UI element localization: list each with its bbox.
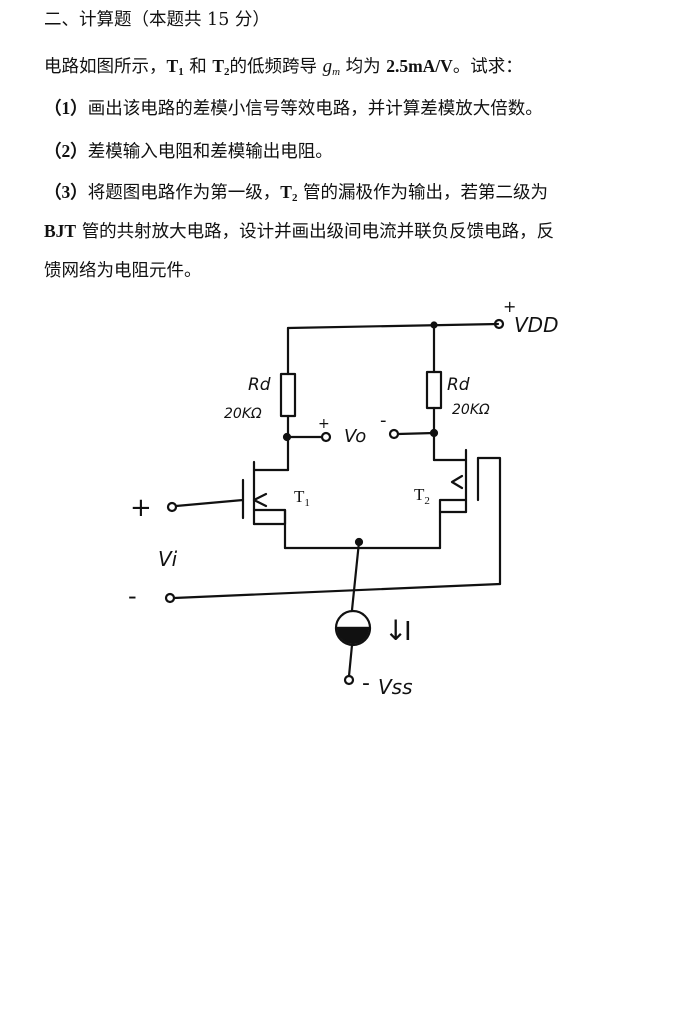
- question-3-text-a: 将题图电路作为第一级，: [87, 183, 281, 203]
- question-3-t2: T2: [280, 182, 298, 204]
- t2-symbol: T2: [212, 56, 230, 78]
- t1-label: T1: [294, 487, 310, 509]
- intro-line: 电路如图所示，T1 和 T2的低频跨导 gm 均为 2.5mA/V。试求：: [44, 54, 523, 84]
- vdd-terminal: [493, 318, 505, 330]
- t2-subscript: 2: [224, 66, 230, 78]
- right-drain-resistor: [425, 370, 443, 410]
- question-3-number: （3）: [44, 182, 88, 202]
- t2-label: T2: [414, 485, 430, 507]
- t1-label-letter: T: [294, 487, 305, 506]
- intro-and: 和: [189, 57, 207, 77]
- vdd-plus: +: [503, 297, 516, 316]
- vss-terminal: [343, 674, 355, 686]
- input-minus-wire: [172, 582, 502, 600]
- gm-letter: g: [322, 56, 333, 77]
- intro-text-3: 均为: [345, 57, 381, 77]
- vo-label: Vo: [344, 426, 366, 447]
- t1-subscript: 1: [178, 66, 184, 78]
- t1-label-sub: 1: [304, 497, 310, 509]
- question-1: （1）画出该电路的差模小信号等效电路，并计算差模放大倍数。: [44, 96, 543, 121]
- t2-letter: T: [212, 56, 225, 76]
- gm-symbol: gm: [322, 56, 341, 78]
- transconductance-value: 2.5mA/V: [386, 56, 453, 76]
- question-1-number: （1）: [44, 98, 88, 118]
- input-plus-terminal: [166, 501, 178, 513]
- vo-minus: -: [380, 410, 387, 431]
- vo-plus-terminal: [320, 431, 332, 443]
- t2-label-sub: 2: [424, 495, 430, 507]
- question-3-line-3: 馈网络为电阻元件。: [44, 259, 202, 283]
- t1-body-arrow: [252, 492, 268, 508]
- input-minus-terminal: [164, 592, 176, 604]
- vi-label: Vi: [158, 547, 178, 571]
- vss-wire: [347, 643, 354, 678]
- vdd-label: VDD: [514, 313, 558, 337]
- rd-left-label: Rd: [248, 375, 271, 395]
- t1-gate-wire: [174, 498, 245, 508]
- question-3-t2-letter: T: [280, 182, 292, 202]
- intro-text-4: 。试求：: [452, 57, 523, 77]
- vss-minus: -: [362, 671, 370, 696]
- rd-right-value: 20KΩ: [452, 402, 490, 418]
- t1-symbol: T1: [166, 56, 184, 78]
- input-plus: +: [130, 493, 152, 523]
- intro-text-2: 的低频跨导: [229, 57, 318, 77]
- t1-source-lead: [252, 508, 287, 526]
- t2-source-lead: [438, 498, 468, 514]
- question-2-text: 差模输入电阻和差模输出电阻。: [87, 142, 333, 162]
- gm-subscript: m: [332, 66, 341, 78]
- vdd-rail: [286, 322, 500, 330]
- left-drain-resistor: [279, 372, 297, 418]
- question-2: （2）差模输入电阻和差模输出电阻。: [44, 139, 333, 164]
- current-arrow: ↓: [384, 614, 407, 647]
- right-vo-wire: [396, 431, 436, 436]
- t2-arrow: [450, 474, 464, 490]
- question-3-line-1: （3）将题图电路作为第一级，T2 管的漏极作为输出，若第二级为: [44, 180, 548, 210]
- section-heading-text: 二、计算题（本题共 15 分）: [44, 10, 270, 30]
- bjt-label: BJT: [44, 221, 77, 241]
- question-3-t2-sub: 2: [291, 192, 298, 204]
- vo-minus-terminal: [388, 428, 400, 440]
- question-2-number: （2）: [44, 141, 88, 161]
- vss-label: Vss: [378, 675, 413, 699]
- question-3-line-2-text: 管的共射放大电路，设计并画出级间电流并联负反馈电路，反: [81, 222, 555, 242]
- question-3-text-b: 管的漏极作为输出，若第二级为: [303, 183, 549, 203]
- tail-wire: [350, 540, 361, 612]
- rd-right-label: Rd: [447, 375, 470, 395]
- vo-plus: +: [318, 416, 330, 432]
- t2-gate-wire: [476, 456, 502, 586]
- rd-left-value: 20KΩ: [224, 406, 262, 422]
- current-label: I: [404, 617, 412, 647]
- section-heading: 二、计算题（本题共 15 分）: [44, 8, 270, 32]
- current-source-fill: [336, 626, 370, 645]
- t2-label-letter: T: [414, 485, 425, 504]
- question-3-line-3-text: 馈网络为电阻元件。: [44, 261, 202, 281]
- t1-letter: T: [166, 56, 179, 76]
- input-minus: -: [128, 582, 137, 610]
- question-1-text: 画出该电路的差模小信号等效电路，并计算差模放大倍数。: [87, 99, 543, 119]
- question-3-line-2: BJT 管的共射放大电路，设计并画出级间电流并联负反馈电路，反: [44, 219, 554, 244]
- intro-text-1: 电路如图所示，: [44, 57, 167, 77]
